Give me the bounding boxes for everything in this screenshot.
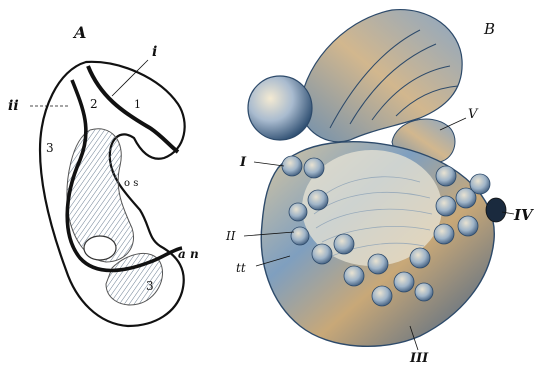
panel-b-dark-structure — [486, 198, 506, 222]
panel-a-letter: A — [72, 23, 86, 42]
panel-a-label-3-upper: 3 — [46, 141, 54, 155]
panel-a-label-ii: ii — [8, 98, 19, 114]
panel-a-label-an: a n — [178, 247, 199, 261]
panel-b-label-IV: IV — [513, 206, 534, 224]
panel-b-label-V: V — [468, 107, 479, 122]
panel-b-drawing — [244, 10, 514, 350]
panel-b-label-II: II — [225, 229, 236, 243]
panel-b-letter: B — [483, 20, 495, 38]
panel-a-label-os: o s — [124, 178, 138, 189]
panel-a-label-1: 1 — [134, 98, 141, 111]
panel-b-label-III: III — [409, 351, 429, 366]
panel-b-label-tt: tt — [236, 261, 246, 275]
panel-b-label-I: I — [239, 155, 247, 170]
panel-a-label-3-lower: 3 — [146, 279, 154, 293]
panel-a-label-i: i — [152, 44, 157, 60]
panel-a-drawing — [30, 60, 185, 326]
panel-a-label-2: 2 — [90, 97, 98, 111]
panel-a-oval — [84, 236, 116, 260]
panel-b-knob — [248, 76, 312, 140]
